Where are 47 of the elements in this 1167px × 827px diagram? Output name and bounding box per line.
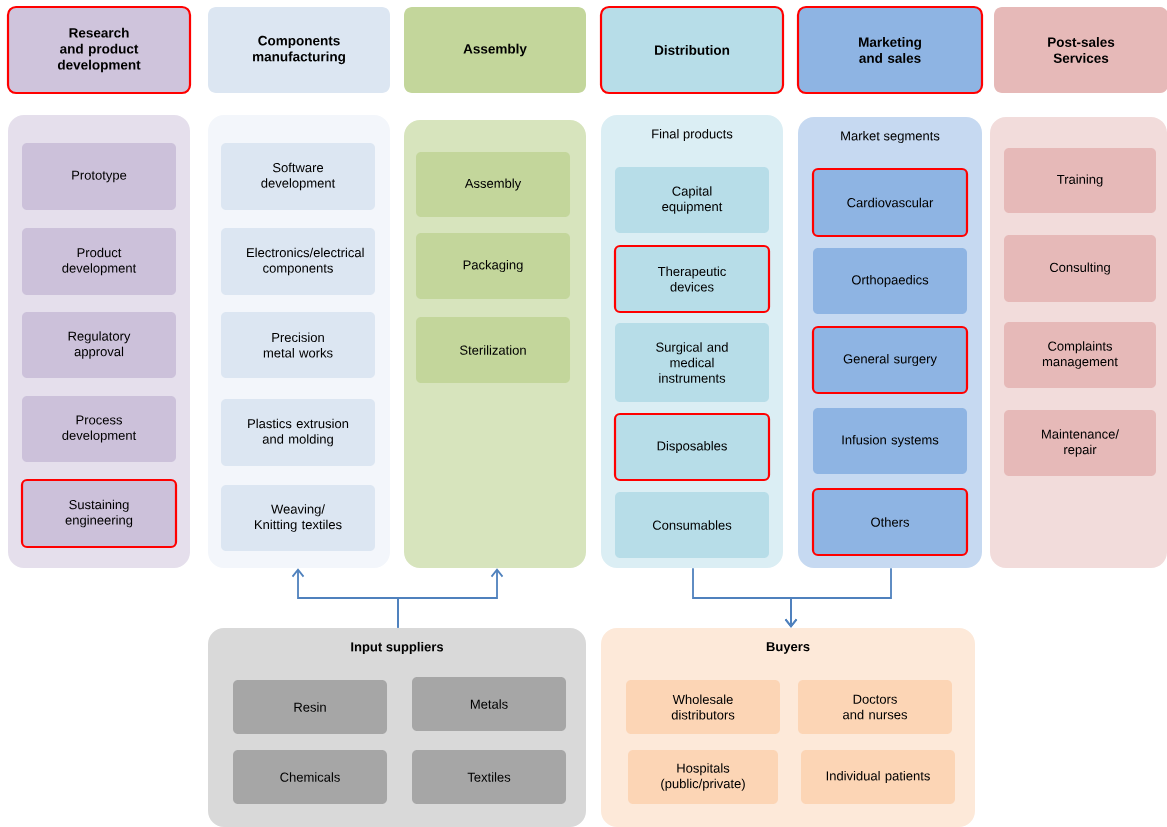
- item-box: Cardiovascular: [811, 167, 969, 238]
- panel-heading: Final products: [652, 128, 733, 142]
- item-box: Doctors and nurses: [798, 680, 952, 734]
- item-box: Chemicals: [233, 750, 387, 804]
- item-box: General surgery: [811, 325, 969, 395]
- stage-header: Marketing and sales: [796, 5, 984, 95]
- item-box: Product development: [22, 228, 176, 295]
- item-box: Hospitals (public/private): [628, 750, 778, 804]
- stage-header: Research and product development: [6, 5, 192, 95]
- item-box: Electronics/electrical components: [221, 228, 375, 295]
- item-box: Therapeutic devices: [613, 244, 771, 314]
- item-box: Assembly: [416, 152, 570, 217]
- item-box: Maintenance/ repair: [1004, 410, 1156, 476]
- item-box: Resin: [233, 680, 387, 734]
- panel-heading: Buyers: [766, 642, 810, 654]
- item-box: Training: [1004, 148, 1156, 213]
- item-box: Packaging: [416, 233, 570, 299]
- panel-heading: Market segments: [841, 130, 940, 144]
- item-box: Textiles: [412, 750, 566, 804]
- item-box: Infusion systems: [813, 408, 967, 474]
- item-box: Sustaining engineering: [20, 478, 178, 549]
- panel-heading: Input suppliers: [351, 641, 444, 655]
- stage-header: Distribution: [599, 5, 785, 95]
- arrow: [784, 567, 892, 628]
- item-box: Weaving/ Knitting textiles: [221, 485, 375, 551]
- item-box: Wholesale distributors: [626, 680, 780, 734]
- item-box: Disposables: [613, 412, 771, 482]
- item-box: Sterilization: [416, 317, 570, 383]
- item-box: Consulting: [1004, 235, 1156, 302]
- item-box: Software development: [221, 143, 375, 210]
- item-box: Surgical and medical instruments: [615, 323, 769, 402]
- arrow: [397, 568, 504, 629]
- item-box: Metals: [412, 677, 566, 731]
- item-box: Regulatory approval: [22, 312, 176, 378]
- stage-header: Components manufacturing: [208, 7, 390, 93]
- stage-header: Assembly: [404, 7, 586, 93]
- item-box: Orthopaedics: [813, 248, 967, 314]
- item-box: Others: [811, 487, 969, 557]
- item-box: Plastics extrusion and molding: [221, 399, 375, 466]
- stage-header: Post-sales Services: [994, 7, 1167, 93]
- item-box: Precision metal works: [221, 312, 375, 378]
- item-box: Capital equipment: [615, 167, 769, 233]
- item-box: Consumables: [615, 492, 769, 558]
- item-box: Process development: [22, 396, 176, 462]
- item-box: Individual patients: [801, 750, 955, 804]
- item-box: Complaints management: [1004, 322, 1156, 388]
- item-box: Prototype: [22, 143, 176, 210]
